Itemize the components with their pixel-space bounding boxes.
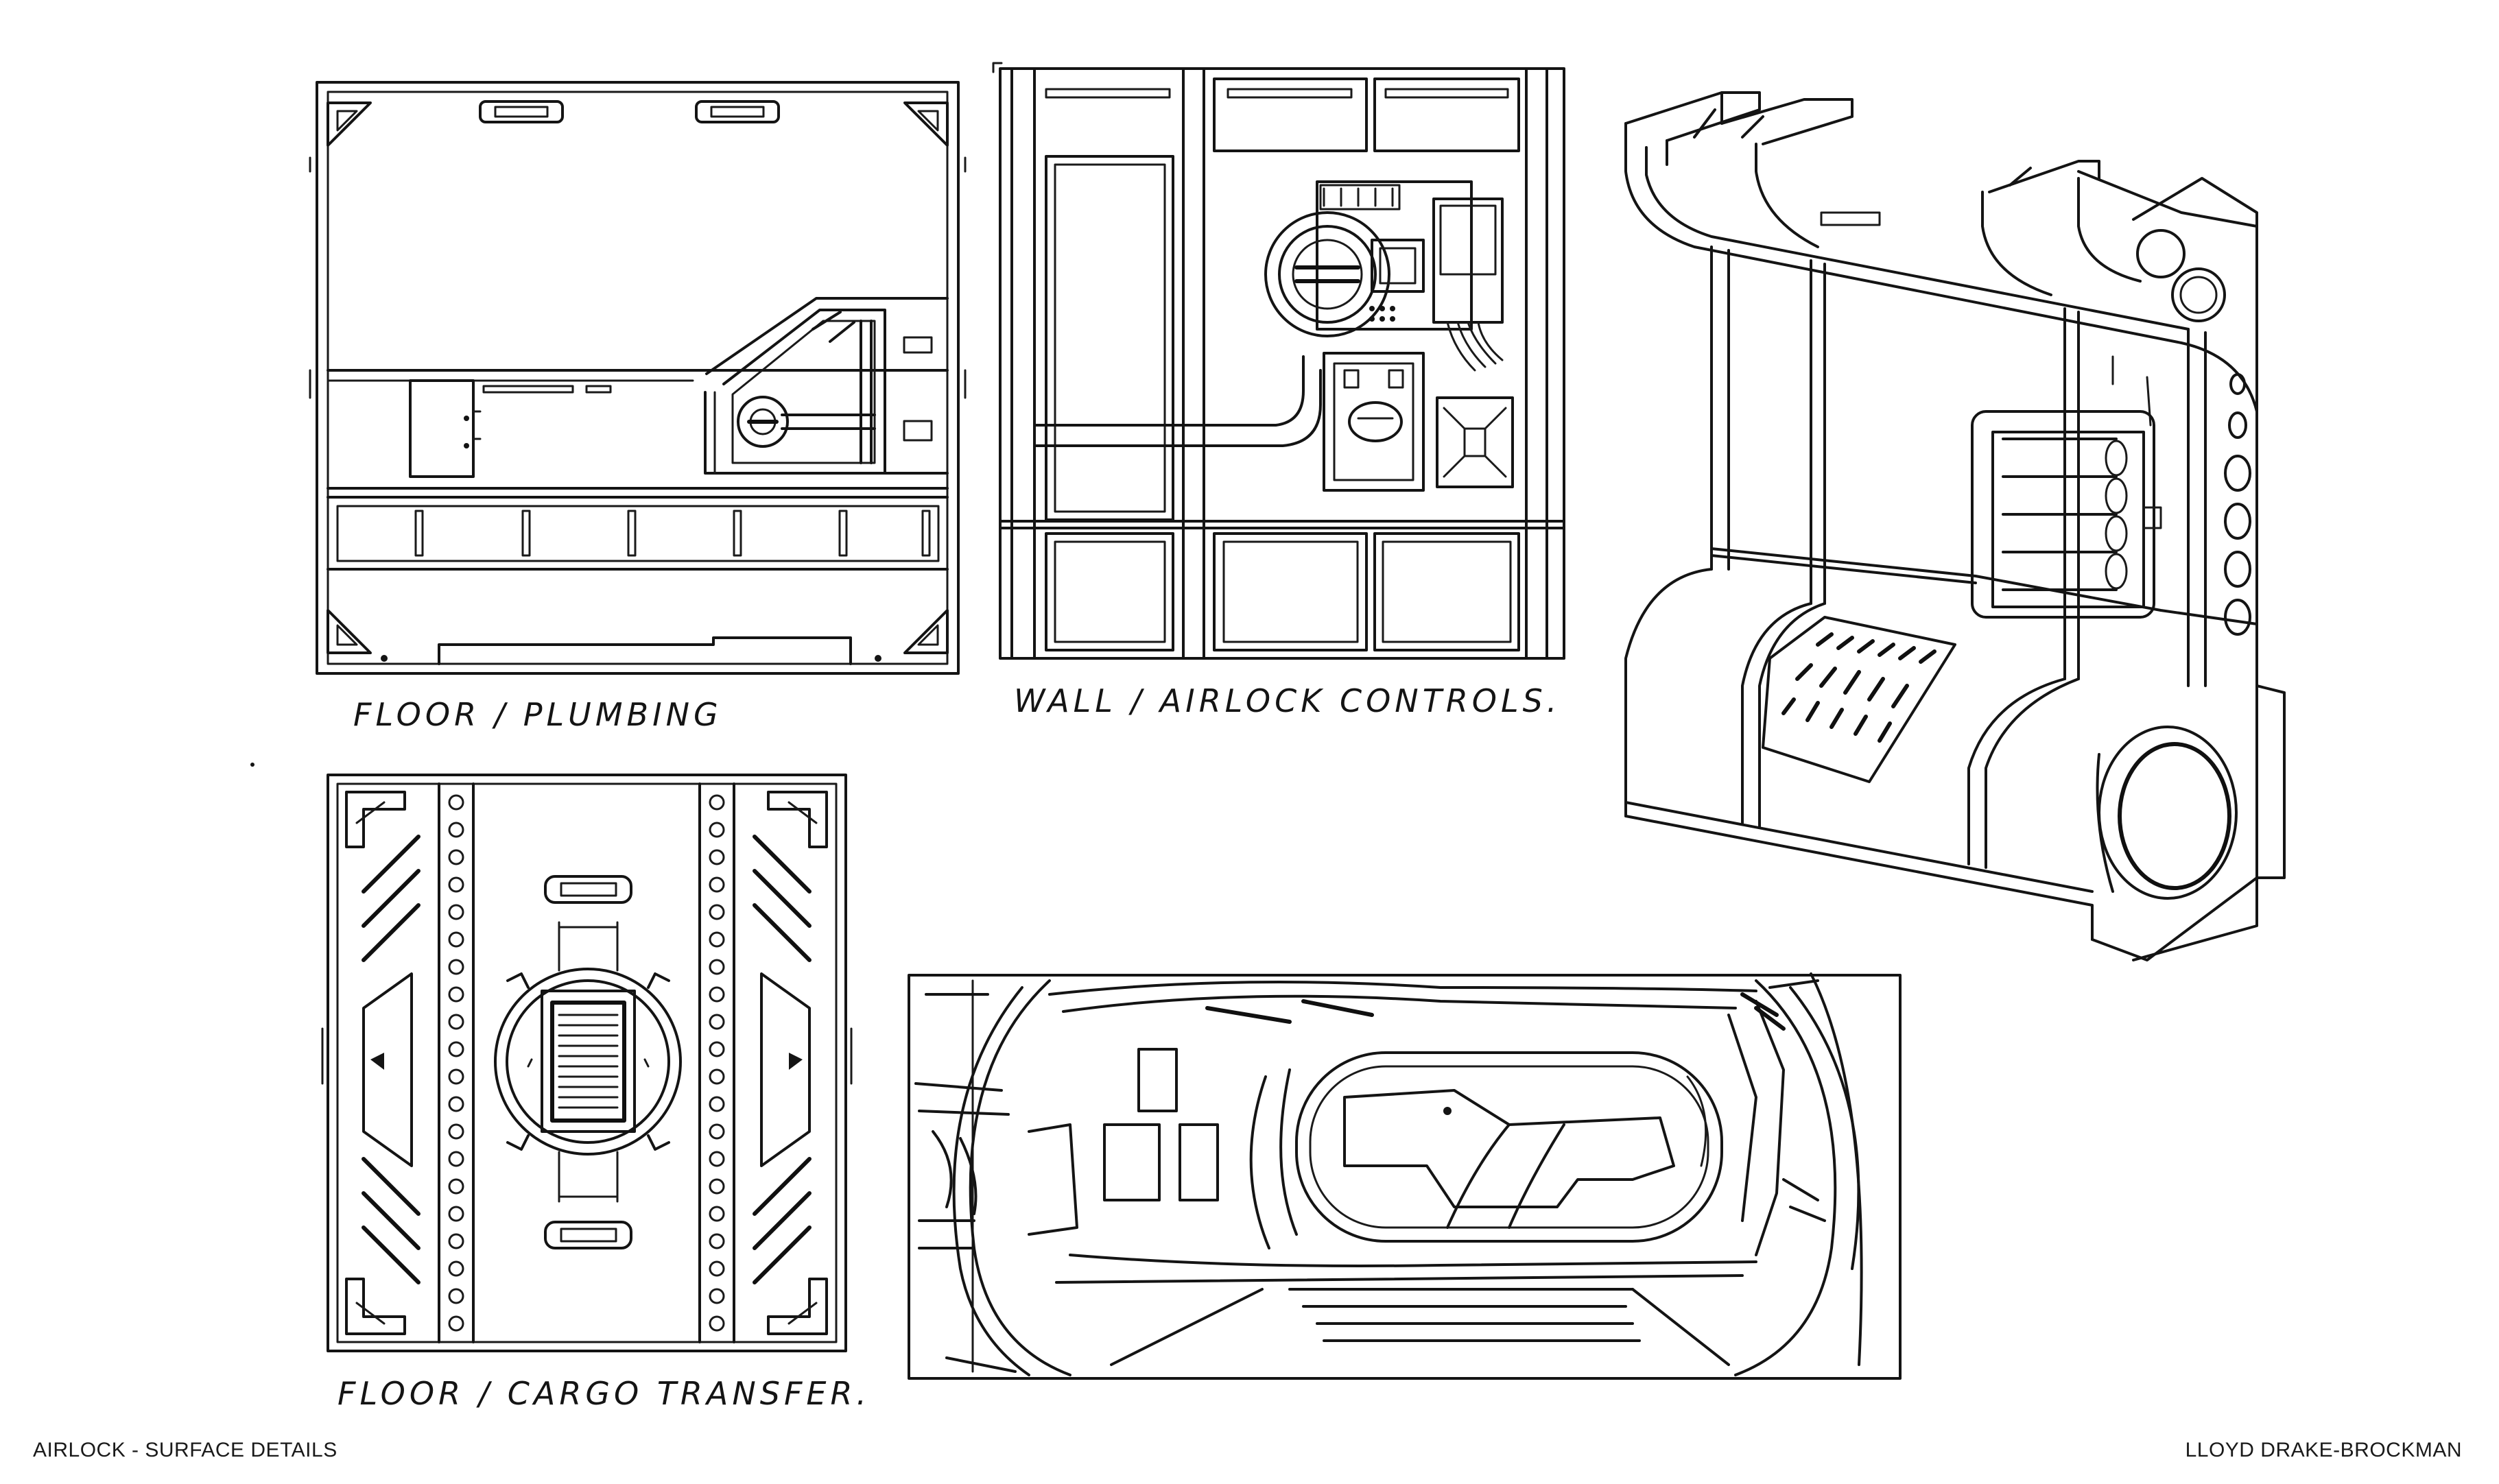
floor-cargo-transfer-label: FLOOR / CARGO TRANSFER. xyxy=(337,1375,870,1412)
left-bolt-column xyxy=(448,794,464,1332)
floor-plumbing-sketch: FLOOR / PLUMBING xyxy=(309,81,967,733)
floor-plumbing-label: FLOOR / PLUMBING xyxy=(353,696,722,733)
right-bolt-column xyxy=(709,794,725,1332)
airlock-module-sketch xyxy=(1624,91,2286,961)
floor-cargo-transfer-sketch: FLOOR / CARGO TRANSFER. xyxy=(321,774,870,1412)
sheet-title: AIRLOCK - SURFACE DETAILS xyxy=(33,1439,337,1461)
wall-airlock-controls-label: WALL / AIRLOCK CONTROLS. xyxy=(1014,682,1561,719)
interior-rough-sketch xyxy=(908,972,1902,1380)
artist-credit: LLOYD DRAKE-BROCKMAN xyxy=(2185,1439,2462,1461)
wall-airlock-controls-sketch: WALL / AIRLOCK CONTROLS. xyxy=(992,62,1565,719)
